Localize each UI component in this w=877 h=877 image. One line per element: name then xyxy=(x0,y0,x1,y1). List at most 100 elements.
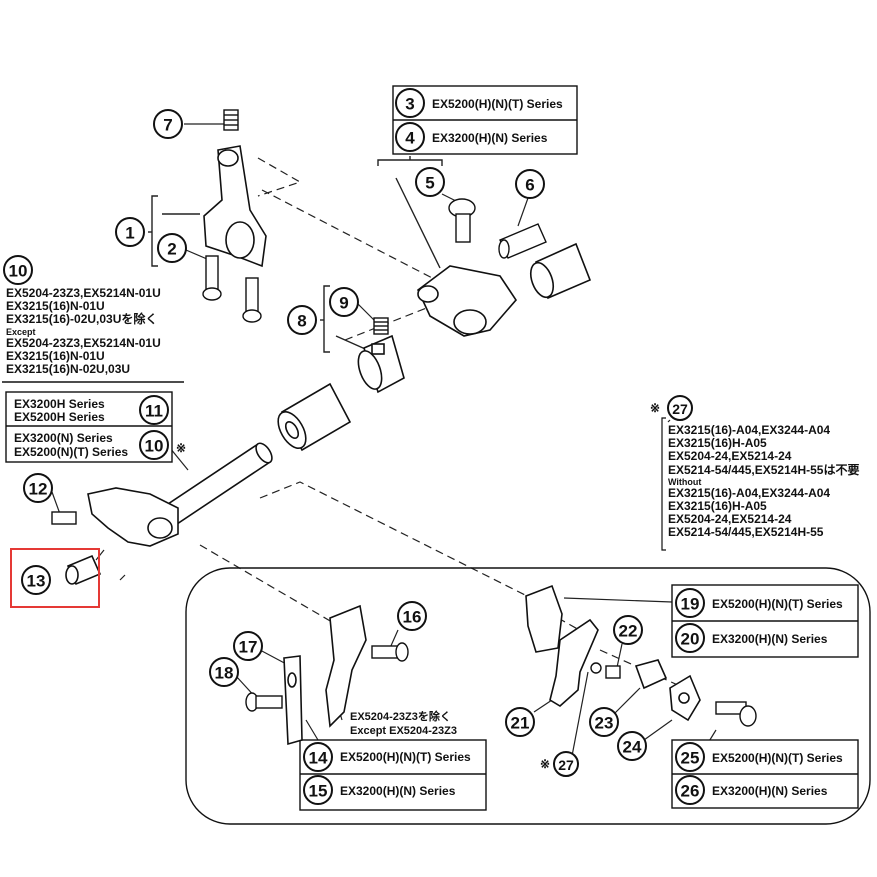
note-10: EX5204-23Z3,EX5214N-01U EX3215(16)N-01U … xyxy=(6,286,161,377)
part-bracket-12 xyxy=(87,487,179,547)
callout-6: 6 xyxy=(525,176,534,195)
label-25: EX5200(H)(N)(T) Series xyxy=(712,751,843,765)
callout-1: 1 xyxy=(125,224,134,243)
callout-18: 18 xyxy=(215,664,234,683)
callout-9: 9 xyxy=(339,294,348,313)
label-10b: EX5200(N)(T) Series xyxy=(14,445,128,459)
callout-8-circle xyxy=(287,305,317,335)
note-10-line: EX3215(16)-02U,03Uを除く xyxy=(6,312,158,327)
asterisk-27a: ※ xyxy=(650,401,660,415)
callout-4-circle xyxy=(395,122,425,152)
part-collar-8 xyxy=(357,334,405,394)
note-27-line: Without xyxy=(668,476,702,487)
part-screw-7 xyxy=(223,109,239,131)
callout-19: 19 xyxy=(681,595,700,614)
callout-26-circle xyxy=(675,775,705,805)
callout-25-circle xyxy=(675,742,705,772)
note-10-line: Except xyxy=(6,326,36,337)
callout-7: 7 xyxy=(163,116,172,135)
callout-6-circle xyxy=(515,169,545,199)
callout-27b: 27 xyxy=(558,757,574,773)
callout-10a: 10 xyxy=(9,262,28,281)
note-27-line: EX5204-24,EX5214-24 xyxy=(668,449,792,464)
callout-12-circle xyxy=(23,473,53,503)
label-11a: EX3200H Series xyxy=(14,397,105,411)
part-screw-18 xyxy=(245,692,283,712)
bracket-3-4 xyxy=(377,156,443,269)
callout-13-circle xyxy=(21,565,51,595)
callout-5: 5 xyxy=(425,174,434,193)
part-setscrew-9 xyxy=(373,317,389,335)
note-27-line: EX3215(16)-A04,EX3244-A04 xyxy=(668,485,831,500)
part-bushing-right xyxy=(529,242,592,300)
callout-8: 8 xyxy=(297,312,306,331)
callout-3: 3 xyxy=(405,95,414,114)
callout-20-circle xyxy=(675,623,705,653)
callout-18-circle xyxy=(209,657,239,687)
callout-10a-circle xyxy=(3,255,33,285)
callout-26: 26 xyxy=(681,782,700,801)
note-27-line: EX3215(16)H-A05 xyxy=(668,436,767,451)
callout-12: 12 xyxy=(29,480,48,499)
callout-27a: 27 xyxy=(672,401,688,417)
callout-27b-circle xyxy=(553,751,579,777)
callout-15: 15 xyxy=(309,782,328,801)
callout-2: 2 xyxy=(167,240,176,259)
note-10-line: EX3215(16)N-01U xyxy=(6,348,105,363)
callout-7-circle xyxy=(153,109,183,139)
label-11b: EX5200H Series xyxy=(14,410,105,424)
callout-17: 17 xyxy=(239,638,258,657)
label-14: EX5200(H)(N)(T) Series xyxy=(340,750,471,764)
part-screws-2 xyxy=(202,255,262,323)
callout-22: 22 xyxy=(619,622,638,641)
part-screw-5 xyxy=(448,198,476,243)
asterisk-27b: ※ xyxy=(540,757,550,771)
note27-bracket xyxy=(661,417,666,551)
callout-24: 24 xyxy=(623,738,642,757)
highlight-box xyxy=(10,548,100,608)
callout-17-circle xyxy=(233,631,263,661)
label-4: EX3200(H)(N) Series xyxy=(432,131,548,145)
asterisk-10b: ※ xyxy=(176,441,186,455)
bracket-1-2 xyxy=(148,195,200,267)
part-bushing xyxy=(277,382,352,452)
callout-1-circle xyxy=(115,217,145,247)
callout-15-circle xyxy=(303,775,333,805)
note-27-line: EX5214-54/445,EX5214H-55 xyxy=(668,525,824,540)
callout-11: 11 xyxy=(145,402,163,421)
part-screw-22 xyxy=(590,662,621,679)
callout-10b: 10 xyxy=(145,437,164,456)
label-10a: EX3200(N) Series xyxy=(14,431,113,445)
note-27-line: EX3215(16)H-A05 xyxy=(668,499,767,514)
callout-16-circle xyxy=(397,601,427,631)
callout-14-circle xyxy=(303,742,333,772)
note-10-line: EX3215(16)N-02U,03U xyxy=(6,362,131,377)
callout-22-circle xyxy=(613,615,643,645)
callout-20: 20 xyxy=(681,630,700,649)
note-27: EX3215(16)-A04,EX3244-A04 EX3215(16)H-A0… xyxy=(668,423,860,540)
callout-24-circle xyxy=(617,731,647,761)
callout-4: 4 xyxy=(405,129,415,148)
callout-25: 25 xyxy=(681,749,700,768)
callout-10b-circle xyxy=(139,430,169,460)
note-10-line: EX5204-23Z3,EX5214N-01U xyxy=(6,335,161,350)
label-19: EX5200(H)(N)(T) Series xyxy=(712,597,843,611)
callout-27a-circle xyxy=(667,395,693,421)
callout-19-circle xyxy=(675,588,705,618)
part-link-4 xyxy=(417,265,518,337)
callout-14: 14 xyxy=(309,749,328,768)
callout-21: 21 xyxy=(511,714,530,733)
callout-9-circle xyxy=(329,287,359,317)
note-10-line: EX3215(16)N-01U xyxy=(6,299,105,314)
part-rocker-arm-1 xyxy=(203,145,267,268)
label-14-note-1: EX5204-23Z3を除く xyxy=(350,709,451,723)
part-pin-6 xyxy=(498,223,547,259)
part-bracket-14 xyxy=(325,604,367,728)
note-27-line: EX5204-24,EX5214-24 xyxy=(668,512,792,527)
label-15: EX3200(H)(N) Series xyxy=(340,784,456,798)
part-bracket-24 xyxy=(669,674,701,722)
part-block-23 xyxy=(634,659,668,690)
label-26: EX3200(H)(N) Series xyxy=(712,784,828,798)
note-27-line: EX5214-54/445,EX5214H-55は不要 xyxy=(668,462,860,477)
